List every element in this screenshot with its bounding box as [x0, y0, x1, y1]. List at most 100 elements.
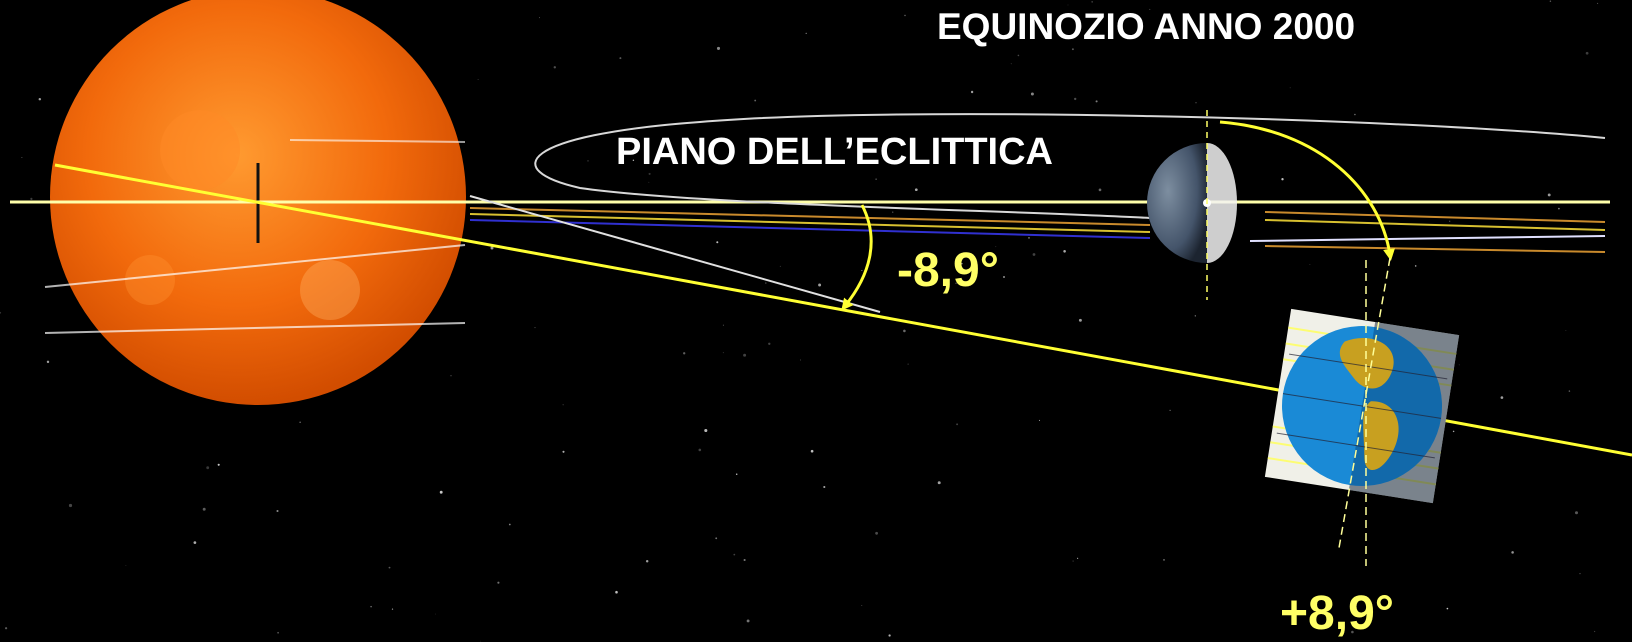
star [1169, 409, 1171, 412]
star [1063, 250, 1066, 253]
star [1351, 630, 1354, 634]
star [1547, 193, 1551, 197]
star [276, 509, 279, 513]
star [1010, 63, 1012, 65]
star [805, 32, 807, 35]
star [961, 263, 963, 265]
star [765, 282, 767, 284]
star [1452, 430, 1455, 433]
star [1072, 560, 1074, 562]
star [534, 327, 536, 329]
star [683, 352, 686, 355]
star [903, 329, 906, 333]
star [648, 172, 651, 175]
star [68, 503, 73, 508]
star [1149, 8, 1151, 10]
star [1289, 87, 1291, 89]
star [125, 565, 127, 567]
star [1078, 318, 1082, 322]
star [391, 608, 394, 610]
star [757, 160, 761, 163]
star [982, 256, 986, 260]
star [648, 181, 650, 183]
star [956, 423, 959, 426]
star [1071, 48, 1074, 51]
star [861, 270, 863, 272]
star [217, 463, 220, 466]
star [1281, 178, 1284, 181]
star [1017, 54, 1020, 57]
star [645, 560, 649, 563]
star [1574, 511, 1579, 515]
star [0, 311, 2, 314]
star [1095, 100, 1098, 103]
star [716, 46, 721, 50]
star [1067, 4, 1069, 6]
star [370, 605, 372, 608]
star [861, 605, 863, 606]
star [632, 159, 635, 162]
star [388, 566, 391, 569]
star [733, 553, 736, 556]
star [1449, 220, 1451, 222]
star [1194, 315, 1196, 317]
star [823, 485, 826, 489]
star [698, 448, 702, 452]
positive-angle-label: +8,9° [1280, 587, 1394, 640]
star [970, 90, 974, 94]
star [1032, 253, 1036, 256]
star [659, 142, 662, 145]
star [1309, 264, 1311, 266]
star [1597, 2, 1599, 4]
positive-angle-arrow [1219, 120, 1396, 261]
star [818, 283, 822, 287]
star [1579, 573, 1581, 575]
star [619, 57, 622, 60]
star [30, 197, 33, 200]
star [202, 507, 206, 511]
star [299, 421, 301, 423]
star [735, 473, 738, 476]
star [704, 428, 708, 433]
star [1163, 559, 1165, 561]
star [193, 541, 197, 544]
star [743, 558, 746, 562]
star [754, 99, 757, 102]
star [937, 481, 941, 485]
star [1500, 396, 1504, 399]
ecliptic-orbit-ellipse [534, 113, 1606, 219]
negative-angle-label: -8,9° [897, 244, 999, 297]
ecliptic-plane-label: PIANO DELL’ECLITTICA [616, 131, 1053, 173]
star [1003, 276, 1005, 278]
star [1370, 611, 1373, 614]
star [995, 246, 997, 248]
star [1414, 265, 1417, 267]
star [790, 160, 793, 162]
star [497, 581, 500, 584]
star [875, 178, 877, 180]
negative-angle-arrow [841, 204, 873, 311]
star [562, 404, 564, 406]
star [768, 342, 771, 345]
star [615, 590, 618, 594]
star [1354, 113, 1356, 116]
star [1585, 51, 1589, 55]
star [810, 449, 814, 453]
star [562, 450, 565, 453]
planetary-orbit-lines [44, 139, 1606, 334]
star [1565, 329, 1567, 331]
star [1074, 97, 1077, 101]
star [587, 160, 589, 162]
star [1446, 607, 1449, 610]
star [1091, 1, 1093, 3]
star [1458, 364, 1460, 366]
star [779, 265, 781, 267]
star [1549, 0, 1552, 2]
star [914, 188, 918, 192]
star [715, 537, 718, 540]
star [477, 78, 479, 80]
star [1195, 102, 1197, 104]
star [722, 324, 724, 326]
star [508, 523, 511, 526]
star [4, 627, 8, 630]
